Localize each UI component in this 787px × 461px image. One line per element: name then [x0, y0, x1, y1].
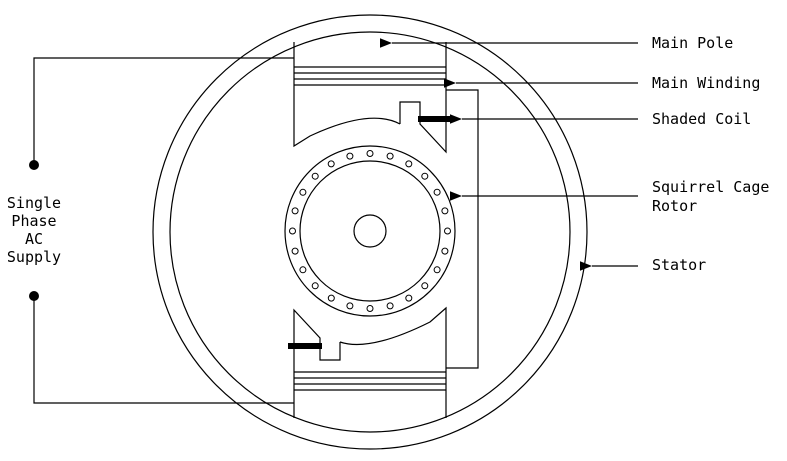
rotor-bar: [405, 160, 413, 168]
rotor-cage-bars: [289, 150, 451, 312]
rotor-bar: [289, 227, 296, 235]
rotor-bar: [346, 302, 354, 310]
rotor-bar: [311, 282, 319, 290]
rotor-bar: [299, 266, 307, 274]
rotor-bar: [386, 152, 394, 160]
rotor-bar: [291, 207, 299, 215]
rotor-bar: [386, 302, 394, 310]
rotor-bar: [444, 227, 451, 235]
label-supply-line3: AC: [25, 230, 43, 248]
rotor-bar: [441, 207, 449, 215]
rotor-bar: [366, 305, 374, 312]
lower-shaded-coil: [288, 343, 322, 349]
rotor-bar: [421, 172, 429, 180]
rotor-outer-circle: [284, 145, 456, 317]
rotor-bar: [421, 282, 429, 290]
rotor-bar: [291, 247, 299, 255]
rotor-bar: [346, 152, 354, 160]
label-rotor-line1: Squirrel Cage: [652, 178, 769, 196]
rotor-bar: [327, 160, 335, 168]
supply-terminal-bottom: [29, 291, 39, 301]
label-shaded-coil: Shaded Coil: [652, 110, 751, 128]
label-supply-line1: Single: [7, 194, 61, 212]
rotor-bar: [433, 266, 441, 274]
supply-bottom-wire: [33, 296, 294, 404]
supply-terminal-top: [29, 160, 39, 170]
upper-main-winding: [294, 66, 446, 86]
rotor-bar: [405, 294, 413, 302]
upper-shaded-coil: [418, 116, 452, 122]
rotor-bar: [299, 188, 307, 196]
label-main-winding: Main Winding: [652, 74, 760, 92]
label-supply-line2: Phase: [11, 212, 56, 230]
rotor-inner-circle: [299, 160, 441, 302]
label-supply-line4: Supply: [7, 248, 61, 266]
supply-top-wire: [33, 57, 294, 165]
rotor-bar: [441, 247, 449, 255]
upper-main-pole: [293, 42, 447, 154]
rotor-bar: [433, 188, 441, 196]
label-rotor-line2: Rotor: [652, 197, 697, 215]
stator-inner-ring: [169, 31, 571, 433]
stator-outer-ring: [152, 14, 588, 450]
rotor-bar: [366, 150, 374, 157]
rotor-shaft: [353, 214, 387, 248]
label-main-pole: Main Pole: [652, 34, 733, 52]
label-stator: Stator: [652, 256, 706, 274]
rotor-bar: [327, 294, 335, 302]
lower-main-pole: [293, 306, 447, 418]
winding-connection-wire: [446, 89, 479, 369]
lower-main-winding: [294, 371, 446, 391]
rotor-bar: [311, 172, 319, 180]
